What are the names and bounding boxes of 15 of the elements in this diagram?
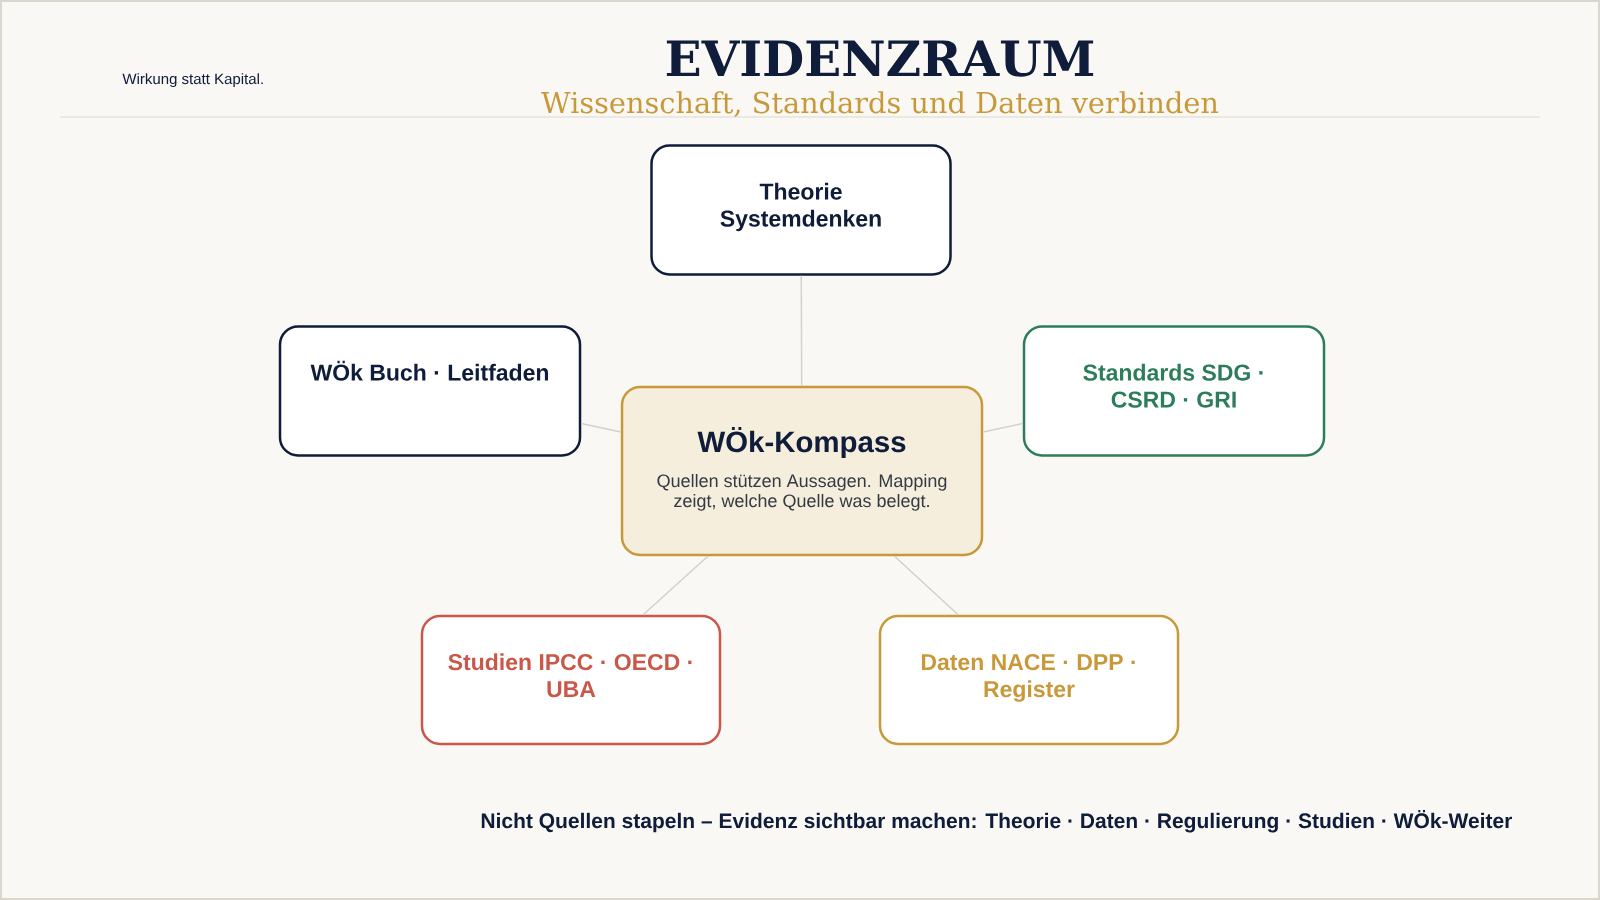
connector-line [642,555,709,616]
subtitle: Wissenschaft, Standards und Daten verbinden [541,91,1219,117]
rounded-box: WÖk Buch · Leitfaden [278,325,582,457]
rounded-box: Standards SDG · CSRD · GRI [1022,325,1326,457]
rounded-box: Theorie Systemdenken [650,144,952,276]
tagline: Wirkung statt Kapital. [122,73,263,88]
connector-line [580,422,622,433]
connector-line [800,275,803,387]
rounded-box: Studien IPCC · OECD · UBA [420,614,722,746]
rounded-box: Daten NACE · DPP · Register [878,614,1180,746]
connector-line [893,555,959,616]
connector-line [982,422,1024,433]
footer-text: Nicht Quellen stapeln – Evidenz sichtbar machen: Theorie · Daten · Regulierung · Studien · WÖk-Weiter [481,810,1512,833]
highlighted-box: WÖk-Kompass Quellen stützen Aussagen. Mapping zeigt, welche Quelle was belegt. [620,385,984,557]
title: EVIDENZRAUM [666,40,1094,77]
